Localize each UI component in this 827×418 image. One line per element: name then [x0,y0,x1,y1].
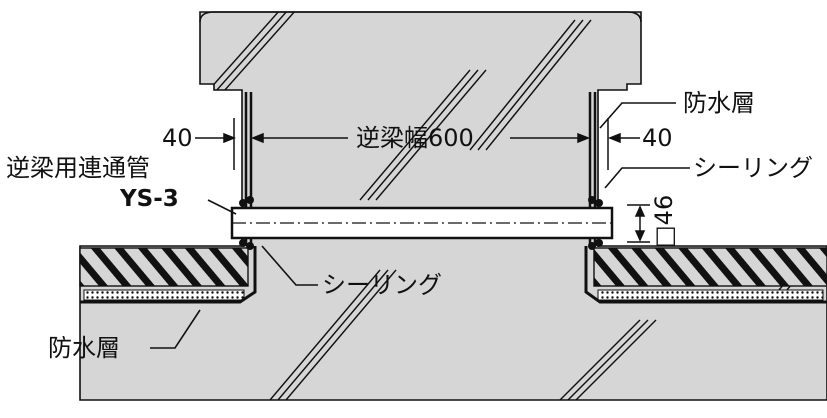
dimension-lines [195,118,650,243]
gravel-left [83,289,245,301]
label-dim-right-40: 40 [642,124,673,152]
label-dim-left-40: 40 [162,124,193,152]
insulation-right [593,247,827,287]
waterproof-layer-left [80,246,257,304]
label-waterproof-top: 防水層 [683,89,755,117]
label-sealing-right: シーリング [693,154,813,182]
leader-lines [150,102,690,349]
concrete-body [79,11,827,401]
beam-top-outline [199,11,642,23]
insulation-left [79,247,249,287]
label-beam-width: 逆梁幅600 [356,124,474,152]
label-sleeve-name: 逆梁用連通管 [6,154,150,182]
label-sealing-bottom: シーリング [322,271,442,299]
label-waterproof-bottom: 防水層 [48,334,120,362]
sealing-beads [239,196,603,250]
waterproof-layer-right [584,246,827,304]
label-sleeve-size: □46 [650,195,678,248]
label-sleeve-model: YS-3 [119,186,179,212]
gravel-right [597,289,824,301]
